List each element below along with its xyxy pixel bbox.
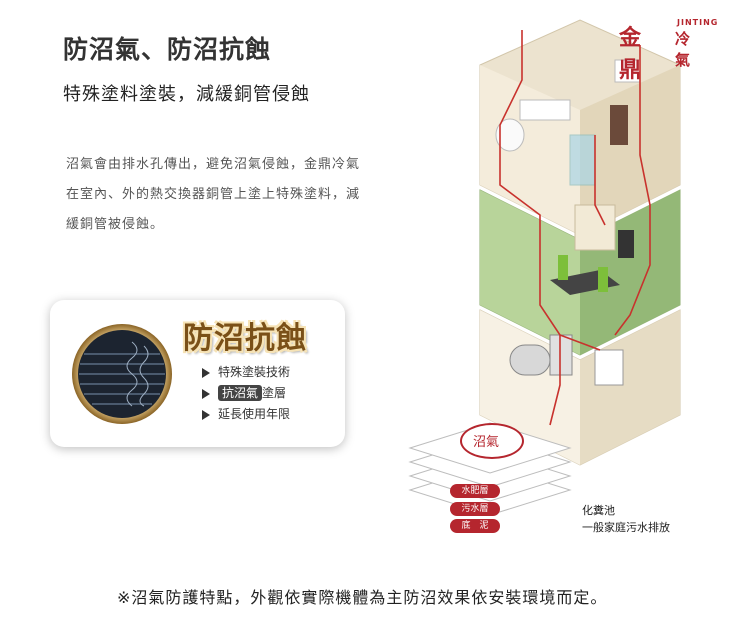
- description-text: 沼氣會由排水孔傳出，避免沼氣侵蝕，金鼎冷氣在室內、外的熱交換器銅管上塗上特殊塗料…: [66, 157, 361, 232]
- layer-label-sediment: 底 泥: [450, 519, 500, 533]
- footnote: ※沼氣防護特點，外觀依實際機體為主防沼效果依安裝環境而定。: [117, 588, 608, 607]
- layer-label-wastewater: 污水層: [450, 502, 500, 516]
- feature-text: 塗層: [262, 386, 287, 400]
- page-title: 防沼氣、防沼抗蝕: [63, 35, 272, 64]
- feature-card: 防沼抗蝕 特殊塗裝技術 抗沼氣塗層 延長使用年限: [50, 300, 345, 447]
- copper-coil-image: [72, 324, 172, 424]
- page-subtitle: 特殊塗料塗裝，減緩銅管侵蝕: [63, 84, 310, 105]
- septic-tank-title: 化糞池: [582, 504, 615, 517]
- triangle-bullet-icon: [202, 388, 210, 399]
- feature-text: 延長使用年限: [218, 407, 291, 421]
- feature-item: 抗沼氣塗層: [202, 383, 290, 404]
- brand-suffix: 冷氣: [675, 30, 691, 69]
- triangle-bullet-icon: [202, 367, 210, 378]
- septic-tank-desc: 一般家庭污水排放: [582, 521, 670, 534]
- feature-text: 特殊塗裝技術: [218, 365, 291, 379]
- feature-item: 特殊塗裝技術: [202, 362, 290, 383]
- house-cutaway-illustration: [479, 19, 681, 466]
- gas-label: 沼氣: [473, 435, 500, 450]
- triangle-bullet-icon: [202, 409, 210, 420]
- layer-label-sludge: 水肥層: [450, 484, 500, 498]
- anti-corrosion-badge: 防沼抗蝕: [183, 321, 307, 356]
- gas-bubble: [460, 423, 524, 459]
- feature-item: 延長使用年限: [202, 404, 290, 425]
- brand-english: JINTING: [677, 18, 719, 27]
- feature-highlight: 抗沼氣: [218, 385, 263, 401]
- feature-list: 特殊塗裝技術 抗沼氣塗層 延長使用年限: [202, 362, 290, 425]
- brand-name: 金鼎: [619, 26, 641, 83]
- septic-tank-caption: 化糞池 一般家庭污水排放: [582, 502, 670, 536]
